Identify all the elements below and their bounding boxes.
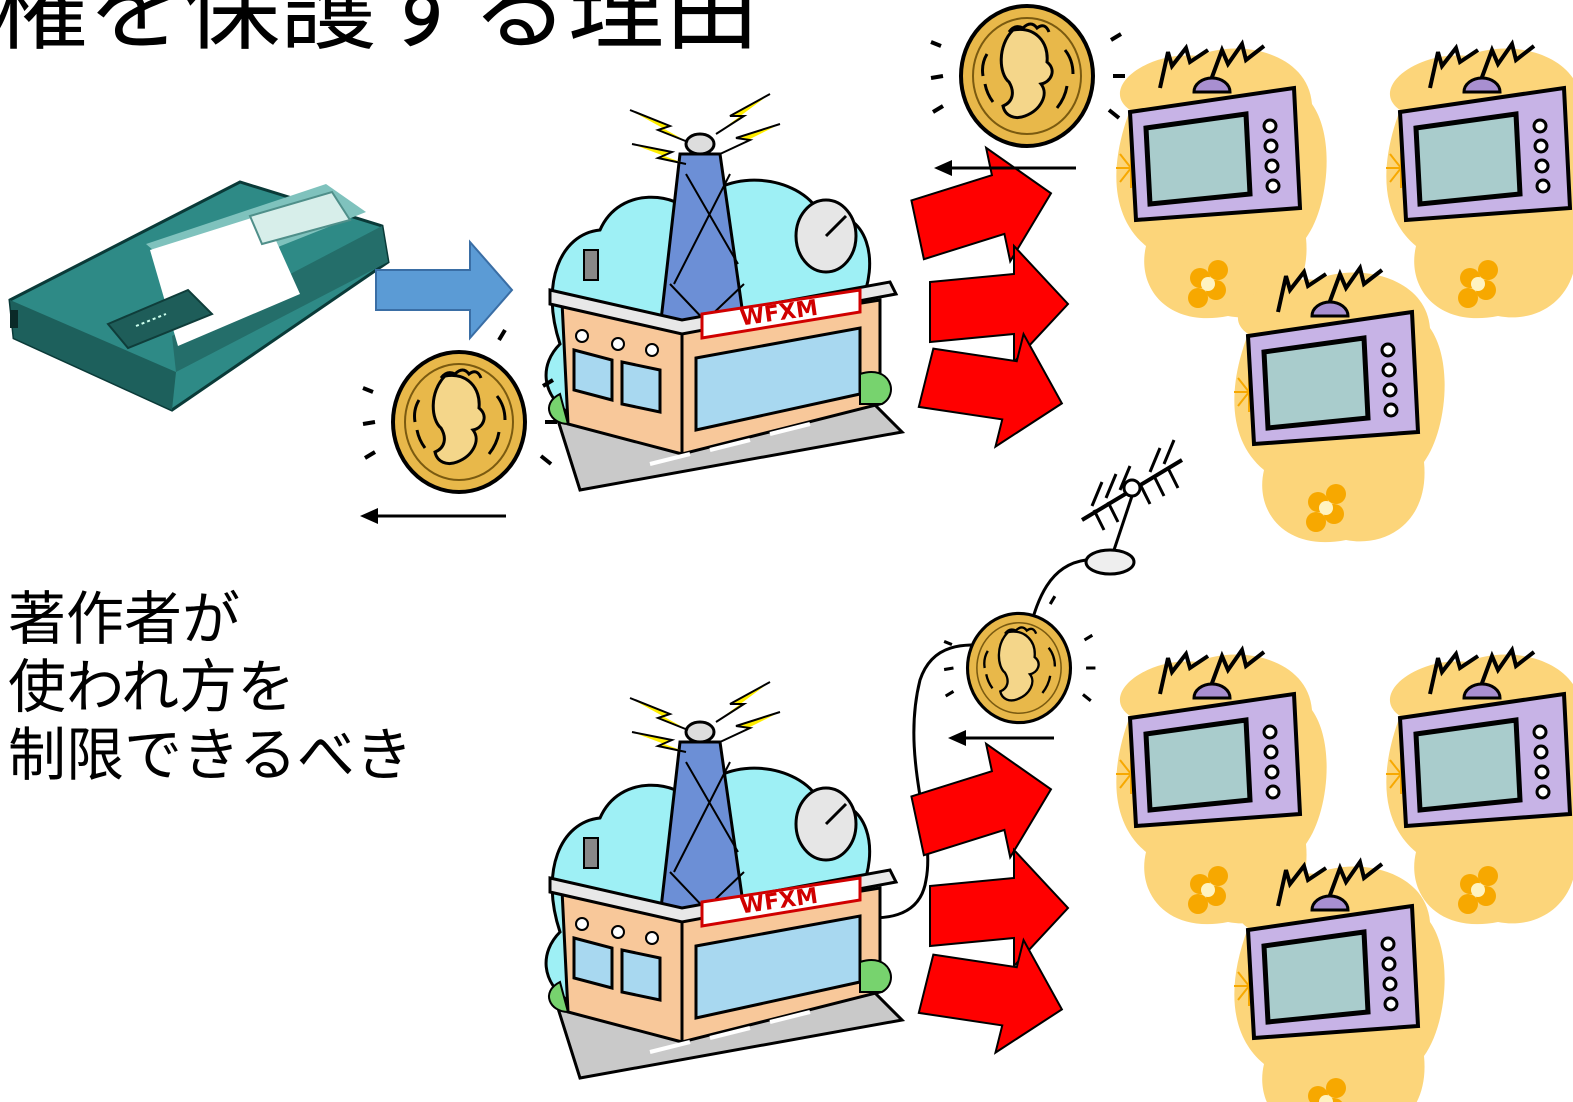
body-line-2: 使われ方を [8,653,296,721]
tv-icon-bottom-3 [1234,862,1445,1102]
broadcast-arrow-top-1 [902,135,1065,280]
broadcast-arrow-bottom-2 [929,849,1069,967]
body-line-3: 制限できるべき [8,721,413,789]
coin-icon-bottom [942,594,1097,725]
broadcast-arrow-top-2 [929,245,1069,363]
broadcast-station-top: WFXM [544,92,904,492]
tv-icon-top-3 [1234,268,1445,542]
broadcast-arrow-bottom-1 [902,731,1065,876]
tv-icon-top-2 [1386,44,1573,318]
coin-icon-top-left [361,328,559,494]
video-cassette-icon [8,180,390,412]
payment-arrow-bottom [948,730,1054,746]
slide-title: 権を保護する理由 [0,0,760,64]
broadcast-station-bottom: WFXM [544,680,904,1080]
tv-icon-top-1 [1116,44,1327,318]
body-line-1: 著作者が [8,585,241,653]
tv-icon-bottom-2 [1386,650,1573,924]
content-arrow [375,239,514,341]
antenna-icon [1080,439,1184,576]
payment-arrow-top-right [934,160,1076,176]
coin-icon-top-right [929,0,1127,148]
payment-arrow-top-left [360,508,506,524]
body-text: 著作者が 使われ方を 制限できるべき [8,585,413,789]
